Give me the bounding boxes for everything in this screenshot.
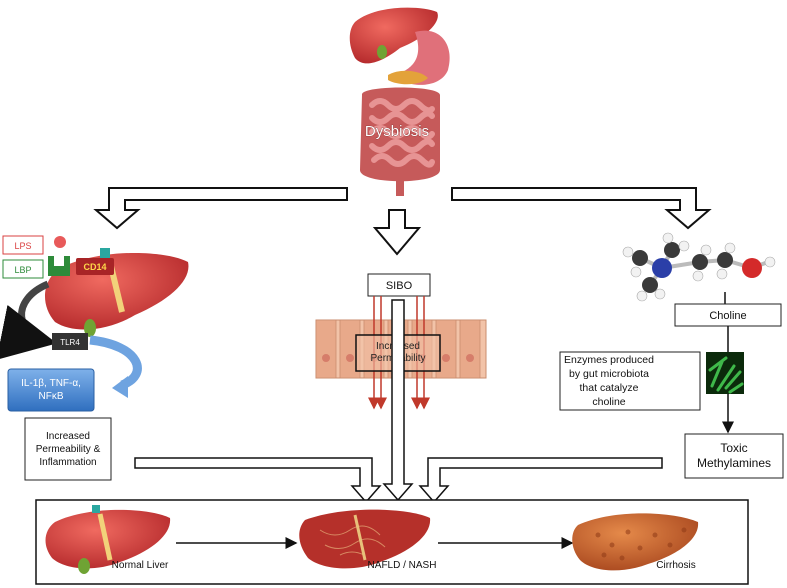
nafld-liver-icon bbox=[299, 509, 431, 569]
cirrhosis-label: Cirrhosis bbox=[656, 560, 695, 571]
cytokine-arrow bbox=[89, 335, 142, 390]
tlr4-label: TLR4 bbox=[60, 338, 80, 347]
cytokines-label: IL-1β, TNF-α, NFκB bbox=[21, 378, 81, 402]
digestive-system-icon bbox=[349, 7, 450, 196]
converging-arrows bbox=[134, 457, 663, 504]
cd14-label: CD14 bbox=[83, 262, 106, 272]
toxic-methylamines-label: Toxic Methylamines bbox=[696, 441, 772, 470]
branch-arrows bbox=[93, 187, 712, 256]
permeability-inflammation-label: Increased Permeability & Inflammation bbox=[35, 430, 101, 468]
sibo-label: SIBO bbox=[386, 280, 413, 292]
sibo-box bbox=[367, 273, 431, 297]
lps-particle bbox=[54, 236, 66, 248]
normal-liver-label: Normal Liver bbox=[112, 560, 169, 571]
lbp-label: LBP bbox=[14, 265, 31, 275]
normal-liver-icon bbox=[45, 505, 171, 574]
choline-label: Choline bbox=[709, 310, 746, 322]
bacteria-icon bbox=[706, 352, 744, 394]
cytokines-box bbox=[7, 368, 95, 412]
lps-label: LPS bbox=[14, 241, 31, 251]
lbp-receptor bbox=[48, 256, 70, 276]
center-down-arrow bbox=[382, 299, 414, 502]
toxic-methylamines-box bbox=[684, 433, 784, 479]
nafld-nash-label: NAFLD / NASH bbox=[368, 560, 437, 571]
enzymes-box bbox=[559, 351, 701, 411]
choline-molecule-icon bbox=[622, 232, 776, 302]
cirrhosis-liver-icon bbox=[572, 513, 699, 571]
permeability-inflammation-box bbox=[24, 417, 112, 481]
signal-arrow bbox=[0, 280, 57, 360]
dysbiosis-label: Dysbiosis bbox=[365, 123, 429, 140]
enzymes-label: Enzymes produced by gut microbiota that … bbox=[564, 354, 654, 408]
